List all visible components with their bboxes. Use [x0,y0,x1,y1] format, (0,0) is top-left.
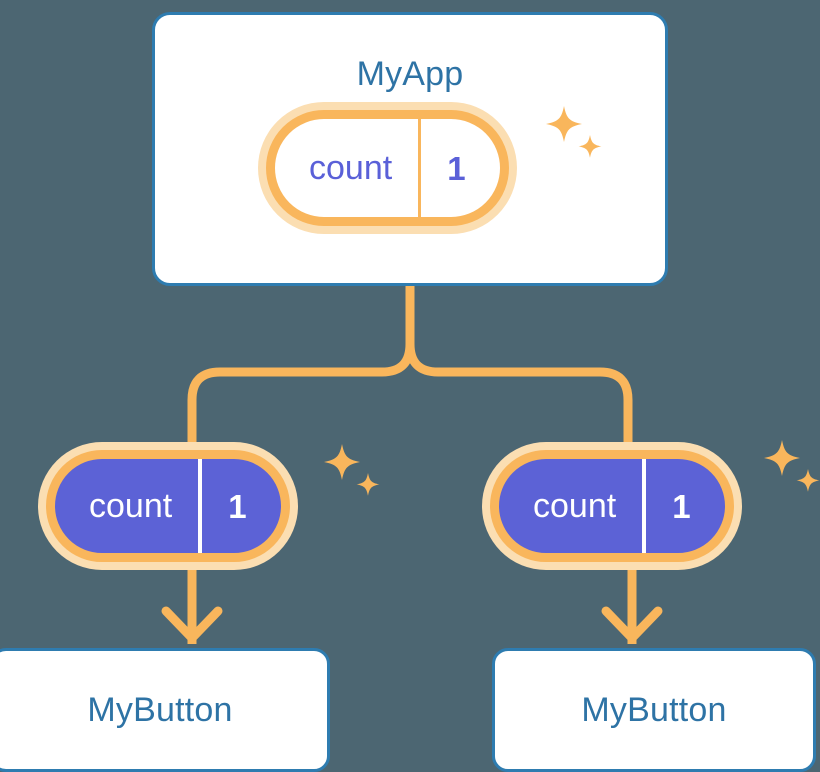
component-title-mybutton: MyButton [581,691,727,729]
component-card-mybutton-right[interactable]: MyButton [492,648,816,772]
component-title-myapp: MyApp [356,55,464,93]
state-key-label: count [533,487,617,525]
state-pill-button-left[interactable]: count 1 [46,450,290,562]
arrowhead-left [161,606,223,643]
state-value-label: 1 [198,459,280,553]
state-value-label: 1 [418,119,499,217]
state-pill-button-right[interactable]: count 1 [490,450,734,562]
sparkle-icon [764,440,820,492]
component-title-mybutton: MyButton [87,691,233,729]
arrowhead-right [601,606,663,643]
connector-branch-right [405,343,633,448]
sparkle-icon [324,444,380,496]
state-key-label: count [89,487,173,525]
state-value-label: 1 [642,459,724,553]
state-pill-myapp[interactable]: count 1 [266,110,509,226]
state-key-label: count [309,149,393,187]
connector-branch-left [187,343,415,448]
component-card-mybutton-left[interactable]: MyButton [0,648,330,772]
